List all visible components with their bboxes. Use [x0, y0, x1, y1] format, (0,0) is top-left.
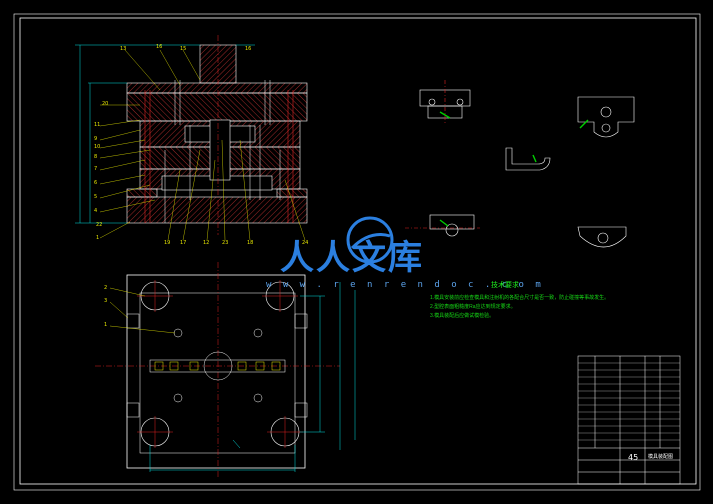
spacer-left — [126, 188, 158, 198]
part-label: 4 — [94, 208, 98, 214]
plan-view — [95, 262, 356, 478]
part-label: 10 — [94, 144, 101, 150]
part-label: 12 — [203, 240, 210, 246]
part-label: 16 — [156, 44, 163, 50]
part-label: 20 — [102, 101, 109, 107]
part-label: 16 — [245, 46, 252, 52]
section-view — [75, 35, 308, 241]
watermark-logo-icon — [346, 216, 394, 264]
part-label: 11 — [94, 122, 101, 128]
guide-pillar-holes — [140, 281, 300, 447]
detail-view-c — [505, 147, 551, 171]
part-label: 8 — [94, 154, 98, 160]
watermark-brand: 人人文库 — [280, 238, 424, 278]
part-label: 9 — [94, 136, 98, 142]
spacer-right — [276, 188, 308, 198]
title-block-rows — [578, 362, 680, 441]
plan-outer-plate — [126, 274, 306, 469]
part-label: 23 — [222, 240, 229, 246]
part-label: 3 — [104, 298, 108, 304]
watermark-url: w w w . r e n r e n d o c . c o m — [266, 280, 544, 290]
title-block-material: 45 — [628, 453, 639, 462]
part-label: 1 — [96, 235, 100, 241]
technical-note-line: 3.模具装配后应做试模检验。 — [430, 313, 495, 319]
detail-view-e — [577, 226, 627, 248]
part-label: 2 — [104, 285, 108, 291]
part-label: 22 — [96, 222, 103, 228]
core-insert — [209, 119, 231, 181]
bottom-clamp-plate — [126, 196, 308, 224]
technical-note-line: 1.模具安装前应检查模具和注射机的各配合尺寸是否一致，防止碰撞等事故发生。 — [430, 295, 610, 301]
part-label: 19 — [164, 240, 171, 246]
detail-view-b — [577, 96, 635, 138]
title-block — [577, 355, 681, 485]
top-clamp-plate — [126, 82, 308, 94]
title-block-drawing-name: 模具装配图 — [648, 454, 674, 460]
part-label: 18 — [247, 240, 254, 246]
part-label: 6 — [94, 180, 98, 186]
part-label: 5 — [94, 194, 98, 200]
screw-holes — [173, 328, 263, 403]
part-label: 17 — [180, 240, 187, 246]
cavity-row — [149, 359, 286, 373]
technical-notes: 技术要求 1.模具安装前应检查模具和注射机的各配合尺寸是否一致，防止碰撞等事故发… — [430, 280, 610, 321]
part-label: 7 — [94, 166, 98, 172]
technical-notes-title: 技术要求 — [491, 282, 519, 289]
sheet-border-inner — [19, 17, 697, 485]
part-label: 15 — [180, 46, 187, 52]
detail-view-d — [405, 214, 480, 237]
fixed-plate — [126, 92, 308, 122]
part-label: 24 — [302, 240, 309, 246]
detail-view-a — [419, 80, 471, 125]
plan-inner-plate — [139, 292, 296, 454]
part-label: 1 — [104, 322, 108, 328]
technical-note-line: 2.型腔表面粗糙度Ra应达到规定要求。 — [430, 304, 516, 310]
sheet-border-outer — [13, 13, 701, 491]
part-label: 13 — [120, 46, 127, 52]
